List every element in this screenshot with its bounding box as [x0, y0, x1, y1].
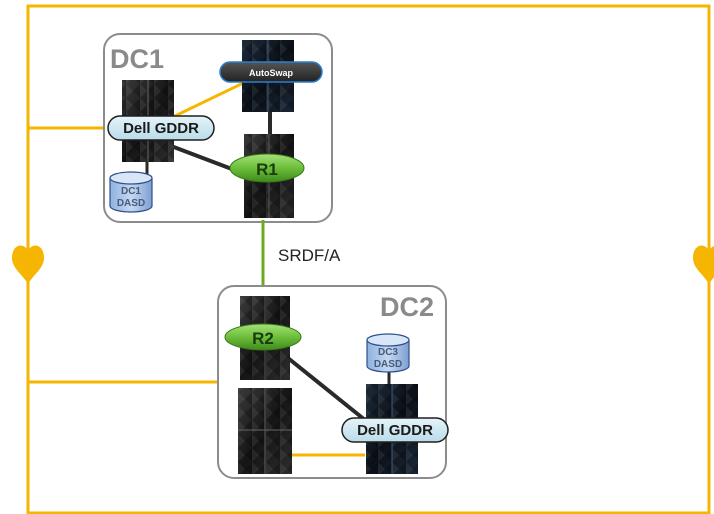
dc3-dasd-icon: DC3 DASD [366, 333, 410, 373]
dc1-gddr-pill [107, 115, 215, 141]
dc1-gddr-label: Dell GDDR [123, 120, 199, 137]
dc3-dasd-label-line2: DASD [374, 359, 402, 370]
dc1-dasd-label-line2: DASD [117, 198, 145, 209]
srdf-label: SRDF/A [278, 246, 341, 265]
autoswap-label: AutoSwap [249, 68, 294, 78]
r1-label: R1 [256, 160, 278, 179]
loop-arrow-left-icon [12, 245, 44, 284]
autoswap-pill [219, 61, 323, 83]
dc1-dasd-label-line1: DC1 [121, 186, 141, 197]
dc2-gddr-label: Dell GDDR [357, 422, 433, 439]
r2-to-gddr-cable [276, 348, 367, 422]
loop-arrow-right-icon [693, 245, 714, 284]
dc1-label: DC1 [110, 44, 164, 74]
r2-label: R2 [252, 329, 274, 348]
r1-ring [229, 153, 305, 183]
dc2-gddr-pill [341, 417, 449, 443]
failover-loop [12, 4, 714, 514]
dc3-dasd-label-line1: DC3 [378, 347, 398, 358]
dc1-dasd-icon: DC1 DASD [109, 171, 153, 213]
dc2-label: DC2 [380, 292, 434, 322]
dc2-mainframe [238, 388, 292, 474]
r2-ring [224, 323, 302, 351]
dc1-site: DC1 AutoSwap R1 Dell GD [103, 33, 333, 223]
dc2-site: DC2 R2 DC3 DASD [217, 285, 449, 479]
